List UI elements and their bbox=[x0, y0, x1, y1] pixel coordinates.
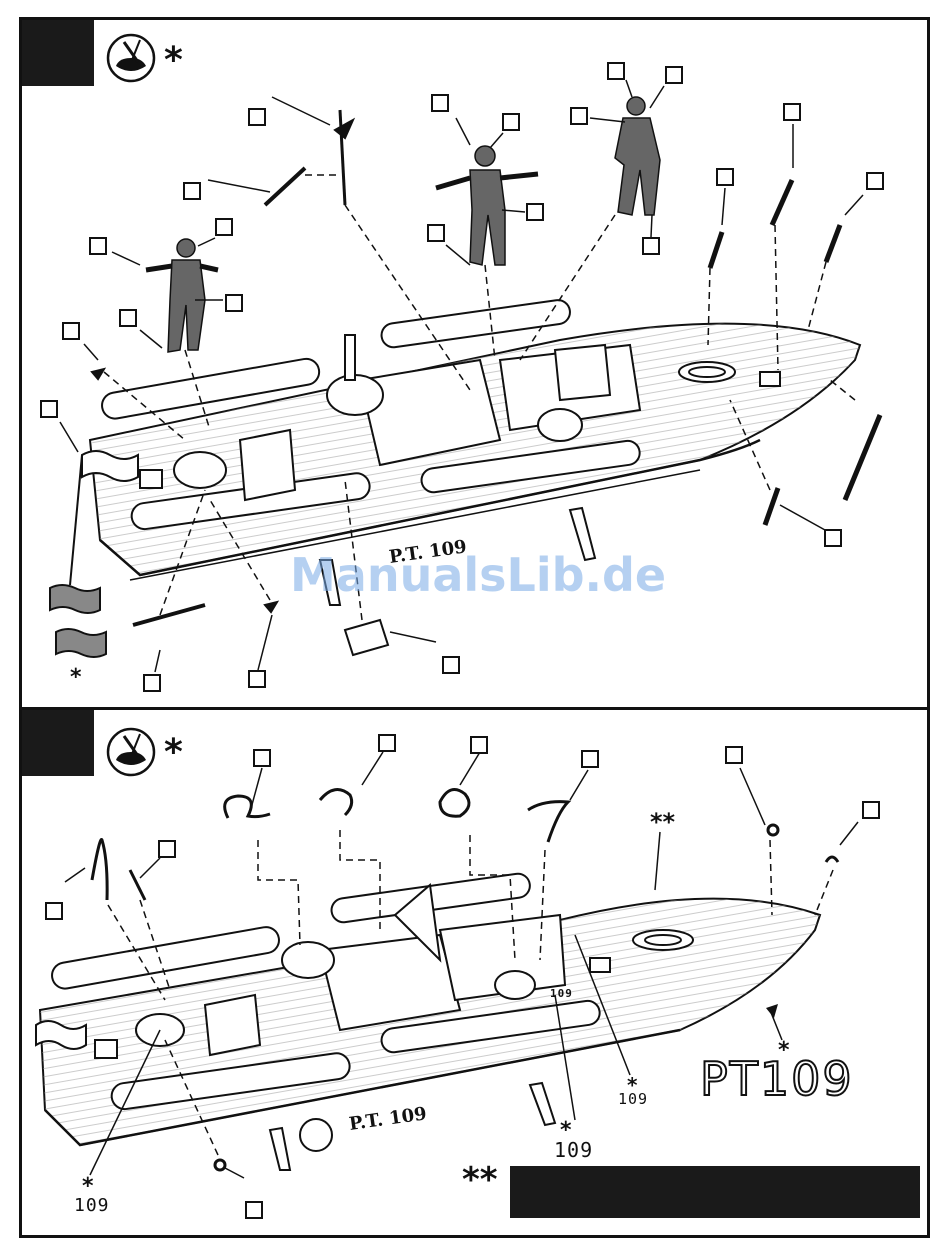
part-callout-box bbox=[570, 107, 588, 125]
part-callout-box bbox=[431, 94, 449, 112]
pt-boat-hull-bottom bbox=[36, 872, 820, 1170]
part-callout-box bbox=[183, 182, 201, 200]
part-callout-box bbox=[427, 224, 445, 242]
part-callout-box bbox=[248, 108, 266, 126]
decal-number-109: 109 bbox=[554, 1138, 593, 1162]
part-callout-box bbox=[225, 294, 243, 312]
decal-number-109: 109 bbox=[74, 1195, 110, 1216]
part-callout-box bbox=[378, 734, 396, 752]
part-callout-box bbox=[89, 237, 107, 255]
part-callout-box bbox=[40, 400, 58, 418]
part-callout-box bbox=[502, 113, 520, 131]
part-callout-box bbox=[62, 322, 80, 340]
decal-number-109: 109 bbox=[550, 987, 573, 1000]
part-callout-box bbox=[526, 203, 544, 221]
part-callout-box bbox=[862, 801, 880, 819]
part-callout-box bbox=[581, 750, 599, 768]
part-callout-box bbox=[158, 840, 176, 858]
part-callout-box bbox=[215, 218, 233, 236]
part-callout-box bbox=[866, 172, 884, 190]
sailor-figure-3 bbox=[615, 97, 660, 215]
paint-brush-icon bbox=[108, 35, 154, 81]
sailor-figure-2 bbox=[436, 146, 538, 265]
part-callout-box bbox=[119, 309, 137, 327]
part-callout-box bbox=[642, 237, 660, 255]
decal-number-109: 109 bbox=[618, 1090, 648, 1108]
paint-brush-icon bbox=[108, 729, 154, 775]
part-callout-box bbox=[245, 1201, 263, 1219]
sailor-figure-1 bbox=[146, 239, 218, 352]
part-callout-box bbox=[824, 529, 842, 547]
part-callout-box bbox=[253, 749, 271, 767]
footnote-bar bbox=[510, 1166, 920, 1218]
flag-decal-star: * bbox=[70, 665, 82, 690]
part-callout-box bbox=[442, 656, 460, 674]
watermark: ManualsLib.de bbox=[290, 548, 666, 602]
hull-label-bottom: P.T. 109 bbox=[348, 1103, 428, 1135]
footnote-double-star: ** bbox=[462, 1160, 498, 1200]
part-callout-box bbox=[248, 670, 266, 688]
decal-double-star: ** bbox=[650, 808, 675, 836]
pt109-title-decal: PT109 bbox=[700, 1052, 854, 1106]
part-callout-box bbox=[783, 103, 801, 121]
part-callout-box bbox=[143, 674, 161, 692]
part-callout-box bbox=[470, 736, 488, 754]
part-callout-box bbox=[607, 62, 625, 80]
part-callout-box bbox=[716, 168, 734, 186]
part-callout-box bbox=[665, 66, 683, 84]
part-callout-box bbox=[725, 746, 743, 764]
part-callout-box bbox=[45, 902, 63, 920]
